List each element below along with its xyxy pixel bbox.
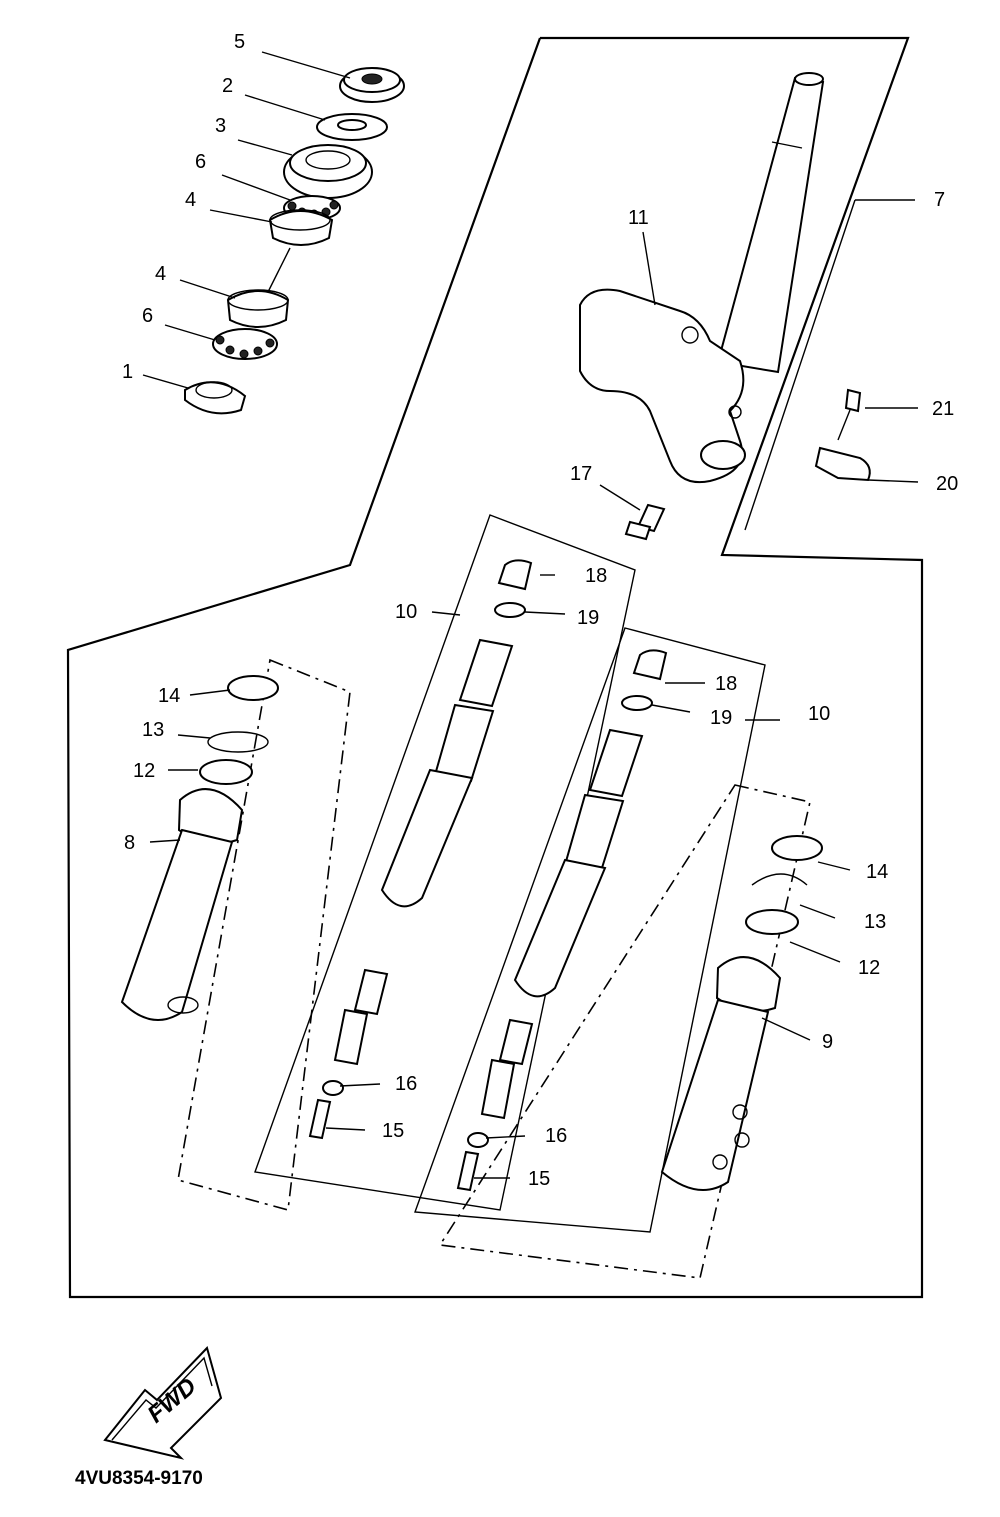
ring-nut [339, 67, 405, 103]
callout-5: 5 [234, 31, 245, 53]
callout-7: 7 [934, 189, 945, 211]
callout-1: 1 [122, 361, 133, 383]
callout-15: 15 [382, 1120, 404, 1142]
callout-9: 9 [822, 1031, 833, 1053]
left-damper-assembly [308, 559, 533, 1140]
left-fork-inner-group-box [254, 514, 636, 1211]
washer [316, 113, 388, 141]
callout-6: 6 [142, 305, 153, 327]
right-outer-tube [660, 835, 823, 1191]
cable-guide [814, 446, 871, 482]
callout-12: 12 [858, 957, 880, 979]
callout-17: 17 [570, 463, 592, 485]
callout-6: 6 [195, 151, 206, 173]
callout-21: 21 [932, 398, 954, 420]
callout-14: 14 [158, 685, 180, 707]
forward-direction-arrow: FWD [103, 1346, 223, 1460]
callout-2: 2 [222, 75, 233, 97]
callout-10: 10 [808, 703, 830, 725]
pinch-bolt [624, 503, 666, 541]
bearing-race-upper [268, 209, 334, 246]
callout-3: 3 [215, 115, 226, 137]
steering-column [716, 72, 825, 374]
bearing-race-lower [226, 289, 290, 328]
callout-20: 20 [936, 473, 958, 495]
callout-19: 19 [577, 607, 599, 629]
ball-race-lower [212, 328, 278, 360]
right-outer-tube-group-box [438, 784, 811, 1279]
callout-8: 8 [124, 832, 135, 854]
left-outer-tube [120, 675, 279, 1021]
callout-18: 18 [715, 673, 737, 695]
right-fork-inner-group-box [414, 627, 766, 1233]
callout-18: 18 [585, 565, 607, 587]
callout-12: 12 [133, 760, 155, 782]
callout-10: 10 [395, 601, 417, 623]
bearing-cover [283, 144, 373, 199]
callout-11: 11 [628, 207, 649, 229]
guide-bolt [837, 388, 862, 441]
callout-labels: 5 2 3 6 4 4 6 1 7 11 21 20 17 18 19 10 1… [122, 31, 958, 1190]
steering-axis-line [267, 247, 291, 293]
callout-13: 13 [142, 719, 164, 741]
callout-15: 15 [528, 1168, 550, 1190]
callout-16: 16 [545, 1125, 567, 1147]
leader-lines [142, 51, 919, 1179]
callout-14: 14 [866, 861, 888, 883]
diagram-reference-code: 4VU8354-9170 [75, 1468, 203, 1489]
assembly-frame [66, 36, 924, 1299]
right-damper-assembly [456, 649, 668, 1192]
lower-bearing-seat [184, 381, 247, 415]
callout-4: 4 [185, 189, 196, 211]
callout-19: 19 [710, 707, 732, 729]
callout-16: 16 [395, 1073, 417, 1095]
under-bracket [579, 288, 746, 483]
callout-13: 13 [864, 911, 886, 933]
callout-4: 4 [155, 263, 166, 285]
